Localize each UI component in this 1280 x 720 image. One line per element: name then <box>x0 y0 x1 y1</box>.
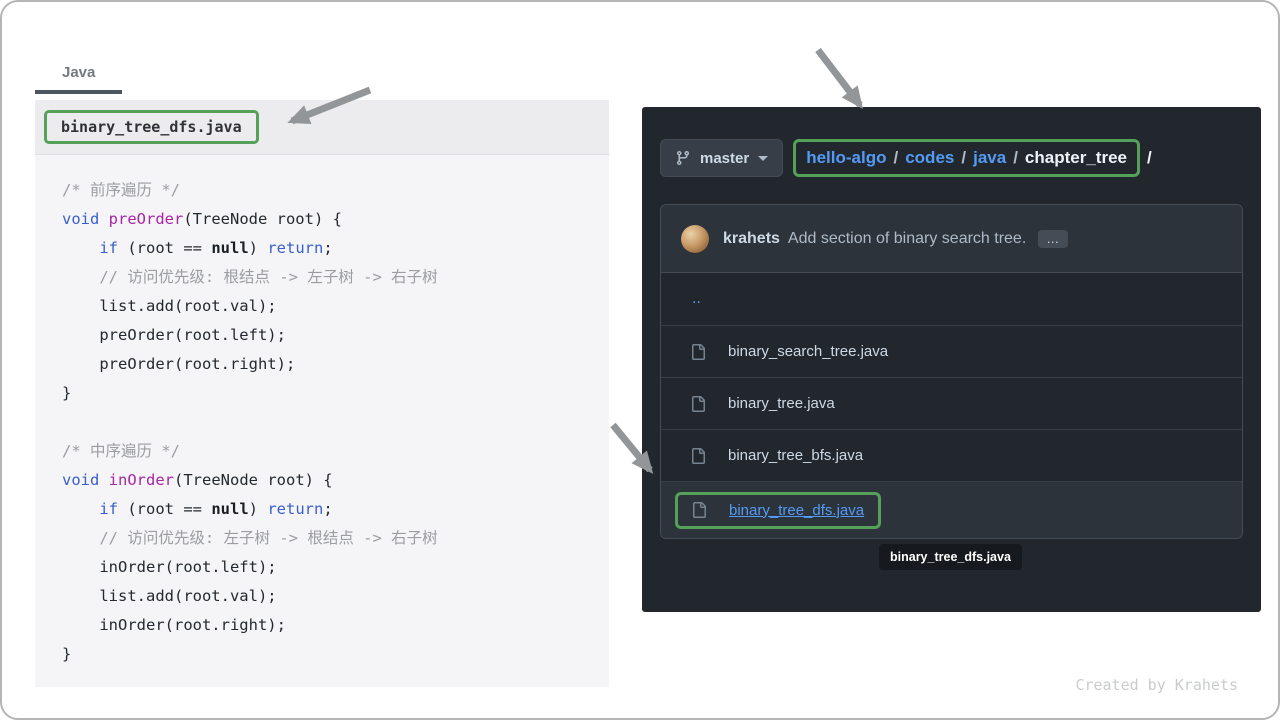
avatar[interactable] <box>681 225 709 253</box>
commit-more-button[interactable]: … <box>1038 230 1068 248</box>
commit-author-link[interactable]: krahets <box>723 230 780 248</box>
github-file-browser: master hello-algo / codes / java / chapt… <box>642 107 1261 612</box>
breadcrumb-separator: / <box>893 148 898 168</box>
breadcrumb-separator: / <box>961 148 966 168</box>
code-filename-bar: binary_tree_dfs.java <box>35 100 609 155</box>
breadcrumb-separator: / <box>1013 148 1018 168</box>
file-list: krahets Add section of binary search tre… <box>660 204 1243 539</box>
file-link[interactable]: binary_tree_bfs.java <box>728 447 863 464</box>
file-icon <box>691 502 707 518</box>
file-row-parent-dir[interactable]: .. <box>661 273 1242 325</box>
breadcrumb-highlight-box: hello-algo / codes / java / chapter_tree <box>793 139 1140 177</box>
branch-name: master <box>700 150 749 167</box>
breadcrumb-trailing-slash: / <box>1147 148 1152 168</box>
filename-tooltip: binary_tree_dfs.java <box>879 544 1022 570</box>
arrow-to-breadcrumb <box>818 50 860 105</box>
file-icon <box>690 448 706 464</box>
file-highlight-box: binary_tree_dfs.java <box>675 492 881 529</box>
breadcrumb-repo-link[interactable]: hello-algo <box>806 148 886 168</box>
tab-java[interactable]: Java <box>35 48 122 94</box>
breadcrumb-codes-link[interactable]: codes <box>905 148 954 168</box>
tab-row: Java <box>35 48 609 100</box>
breadcrumb-current-dir: chapter_tree <box>1025 148 1127 168</box>
git-branch-icon <box>675 150 691 166</box>
file-link[interactable]: binary_search_tree.java <box>728 343 888 360</box>
code-block: binary_tree_dfs.java /* 前序遍历 */void preO… <box>35 100 609 687</box>
repo-toolbar: master hello-algo / codes / java / chapt… <box>660 133 1257 183</box>
file-row-binary-search-tree[interactable]: binary_search_tree.java <box>661 325 1242 377</box>
file-icon <box>690 344 706 360</box>
file-row-binary-tree-bfs[interactable]: binary_tree_bfs.java <box>661 429 1242 481</box>
file-row-binary-tree[interactable]: binary_tree.java <box>661 377 1242 429</box>
latest-commit-bar: krahets Add section of binary search tre… <box>661 205 1242 273</box>
parent-dir-link[interactable]: .. <box>692 290 701 308</box>
credit-text: Created by Krahets <box>1075 676 1238 694</box>
file-link[interactable]: binary_tree.java <box>728 395 835 412</box>
breadcrumb-java-link[interactable]: java <box>973 148 1006 168</box>
code-content: /* 前序遍历 */void preOrder(TreeNode root) {… <box>35 155 609 687</box>
commit-message-link[interactable]: Add section of binary search tree. <box>788 230 1026 248</box>
branch-selector[interactable]: master <box>660 139 783 177</box>
code-filename-highlight-box: binary_tree_dfs.java <box>44 110 259 144</box>
code-tabs-panel: Java binary_tree_dfs.java /* 前序遍历 */void… <box>35 48 609 687</box>
file-row-binary-tree-dfs[interactable]: binary_tree_dfs.java <box>661 481 1242 538</box>
caret-down-icon <box>758 156 768 166</box>
file-icon <box>690 396 706 412</box>
file-link-active[interactable]: binary_tree_dfs.java <box>729 502 864 519</box>
